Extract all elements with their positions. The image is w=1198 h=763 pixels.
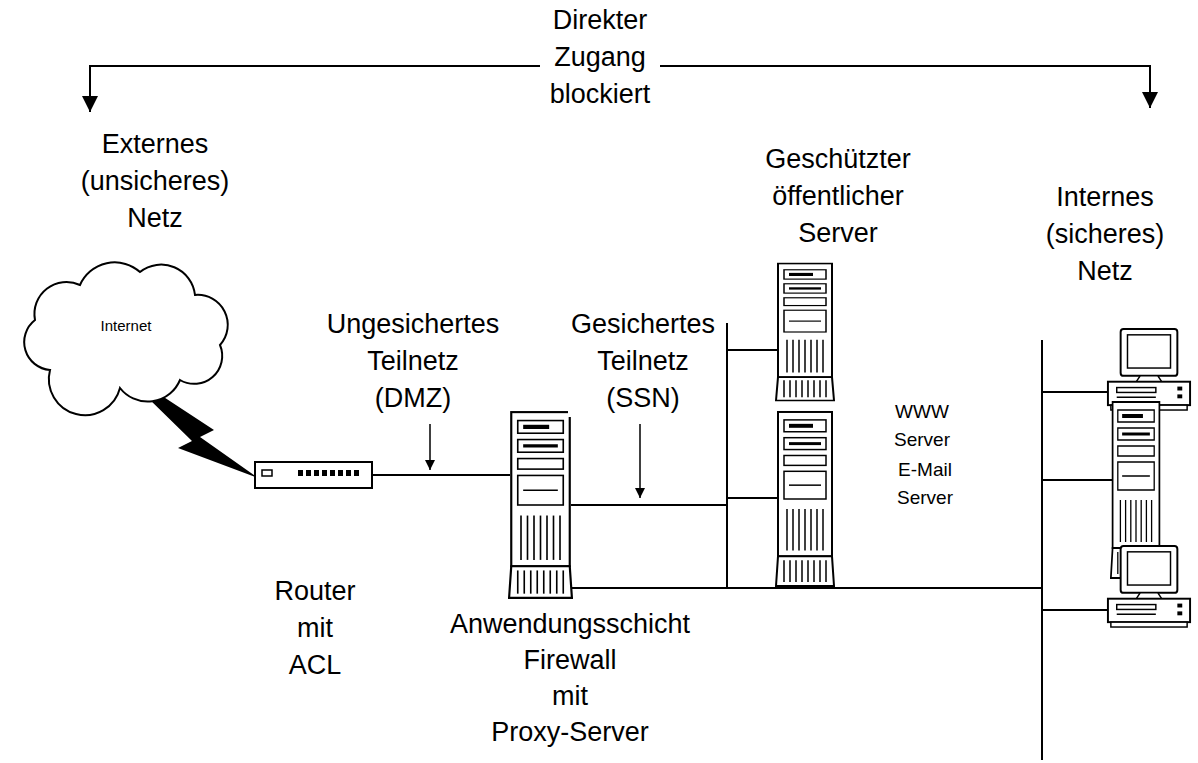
firewall-server xyxy=(509,412,572,598)
text-label: Gesichertes Teilnetz (SSN) xyxy=(568,306,719,417)
network-cloud: Internet xyxy=(10,250,242,400)
text-label: Router mit ACL xyxy=(271,573,359,684)
email-server xyxy=(776,412,834,586)
text-label: E-Mail Server xyxy=(894,456,956,512)
text-label: Internes (sicheres) Netz xyxy=(1043,179,1168,290)
text-label: Externes (unsicheres) Netz xyxy=(78,126,233,237)
www-server xyxy=(776,264,834,401)
node-text: Internet xyxy=(101,317,152,334)
workstation xyxy=(1108,329,1190,410)
router-symbol xyxy=(255,462,372,488)
text-label: WWW Server xyxy=(891,398,953,454)
text-label: Geschützter öffentlicher Server xyxy=(762,141,914,252)
text-label: Ungesichertes Teilnetz (DMZ) xyxy=(324,306,503,417)
text-label: Direkter Zugang blockiert xyxy=(547,2,654,113)
cloud-shape xyxy=(24,262,228,415)
text-label: Anwendungsschicht Firewall mit Proxy-Ser… xyxy=(447,606,694,750)
workstation xyxy=(1108,546,1190,627)
lightning-link xyxy=(146,388,258,478)
